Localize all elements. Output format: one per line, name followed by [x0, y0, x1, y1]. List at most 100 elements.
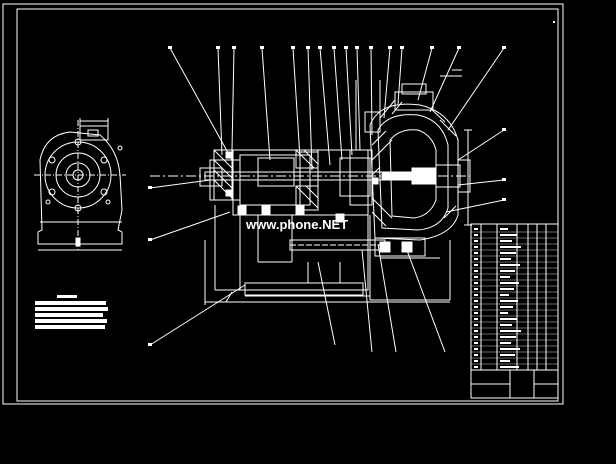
- title-block-row-number: [474, 234, 478, 236]
- callout-number-tag: [457, 46, 461, 49]
- outer-frame: [2, 3, 564, 405]
- callout-number-tag: [355, 46, 359, 49]
- title-block-row-number: [474, 276, 478, 278]
- callout-number-tag: [344, 46, 348, 49]
- title-block-row-number: [474, 312, 478, 314]
- title-block-row-text: [500, 288, 514, 290]
- title-block-row-number: [474, 360, 478, 362]
- callout-number-tag: [148, 343, 152, 346]
- callout-leader-line: [149, 179, 211, 189]
- callout-number-tag: [400, 46, 404, 49]
- title-block-row-text: [500, 270, 515, 272]
- title-block-row-text: [500, 258, 511, 260]
- title-block-row-number: [474, 324, 478, 326]
- title-block-row-text: [500, 234, 517, 236]
- inner-frame: [16, 8, 559, 402]
- callout-leader-line: [217, 47, 223, 156]
- title-block-row-number: [474, 258, 478, 260]
- callout-leader-line: [261, 47, 271, 161]
- title-block-row-text: [500, 312, 508, 314]
- title-block-row-number: [474, 240, 478, 242]
- title-block-row-text: [500, 336, 516, 338]
- callout-leader-line: [231, 47, 235, 151]
- callout-leader-line: [319, 47, 331, 166]
- callout-number-tag: [291, 46, 295, 49]
- frame-corner-mark: [553, 21, 555, 23]
- callout-number-tag: [502, 46, 506, 49]
- callout-leader-line: [317, 261, 336, 346]
- title-block-row-number: [474, 354, 478, 356]
- title-block-row-text: [500, 282, 519, 284]
- end-view: [34, 118, 126, 251]
- title-block-row-number: [474, 270, 478, 272]
- callout-leader-line: [149, 284, 246, 346]
- title-block-row-number: [474, 348, 478, 350]
- title-block-row-text: [500, 228, 508, 230]
- callout-leader-line: [457, 129, 505, 161]
- callout-number-tag: [260, 46, 264, 49]
- part-callout-leaders: [148, 46, 506, 353]
- callout-number-tag: [502, 128, 506, 131]
- title-block-row-text: [500, 294, 509, 296]
- assembly-section-view: [150, 69, 472, 305]
- callout-number-tag: [168, 46, 172, 49]
- callout-leader-line: [429, 47, 460, 113]
- callout-number-tag: [216, 46, 220, 49]
- callout-leader-line: [169, 47, 233, 161]
- title-block-row-text: [500, 318, 517, 320]
- title-block-row-text: [500, 264, 520, 266]
- title-block-row-number: [474, 246, 478, 248]
- title-block-row-text: [500, 306, 513, 308]
- callout-leader-line: [333, 47, 343, 161]
- callout-leader-line: [307, 47, 313, 171]
- title-block-row-text: [500, 366, 519, 368]
- callout-leader-line: [292, 47, 301, 159]
- callout-leader-line: [457, 179, 505, 186]
- title-block-row-number: [474, 282, 478, 284]
- callout-number-tag: [318, 46, 322, 49]
- callout-number-tag: [388, 46, 392, 49]
- title-block-row-number: [474, 264, 478, 266]
- title-block-row-text: [500, 246, 521, 248]
- callout-leader-line: [447, 47, 505, 131]
- callout-number-tag: [148, 238, 152, 241]
- title-block-row-text: [500, 342, 511, 344]
- title-block-row-text: [500, 354, 515, 356]
- title-block-row-text: [500, 348, 520, 350]
- callout-leader-line: [345, 47, 353, 156]
- title-block-row-text: [500, 324, 512, 326]
- callout-leader-line: [377, 243, 397, 353]
- title-block: [470, 223, 559, 399]
- callout-number-tag: [502, 198, 506, 201]
- title-block-row-text: [500, 360, 510, 362]
- title-block-row-number: [474, 318, 478, 320]
- title-block-row-number: [474, 300, 478, 302]
- callout-leader-line: [225, 291, 233, 303]
- title-block-row-text: [500, 240, 512, 242]
- callout-leader-line: [370, 47, 373, 136]
- callout-leader-line: [149, 211, 231, 241]
- title-block-row-text: [500, 300, 518, 302]
- callout-number-tag: [232, 46, 236, 49]
- callout-leader-line: [397, 47, 403, 105]
- callout-leader-line: [356, 47, 361, 151]
- watermark-text: www.phone.NET: [245, 217, 348, 232]
- title-block-row-text: [500, 252, 516, 254]
- title-block-row-number: [474, 330, 478, 332]
- title-block-row-number: [474, 288, 478, 290]
- callout-leader-line: [383, 47, 391, 119]
- title-block-row-number: [474, 336, 478, 338]
- title-block-row-text: [500, 276, 510, 278]
- title-block-row-number: [474, 366, 478, 368]
- callout-leader-line: [404, 244, 446, 353]
- callout-number-tag: [430, 46, 434, 49]
- callout-number-tag: [332, 46, 336, 49]
- title-block-row-number: [474, 342, 478, 344]
- callout-number-tag: [369, 46, 373, 49]
- title-block-row-number: [474, 306, 478, 308]
- title-block-row-number: [474, 252, 478, 254]
- callout-number-tag: [306, 46, 310, 49]
- title-block-row-number: [474, 294, 478, 296]
- title-block-row-text: [500, 330, 521, 332]
